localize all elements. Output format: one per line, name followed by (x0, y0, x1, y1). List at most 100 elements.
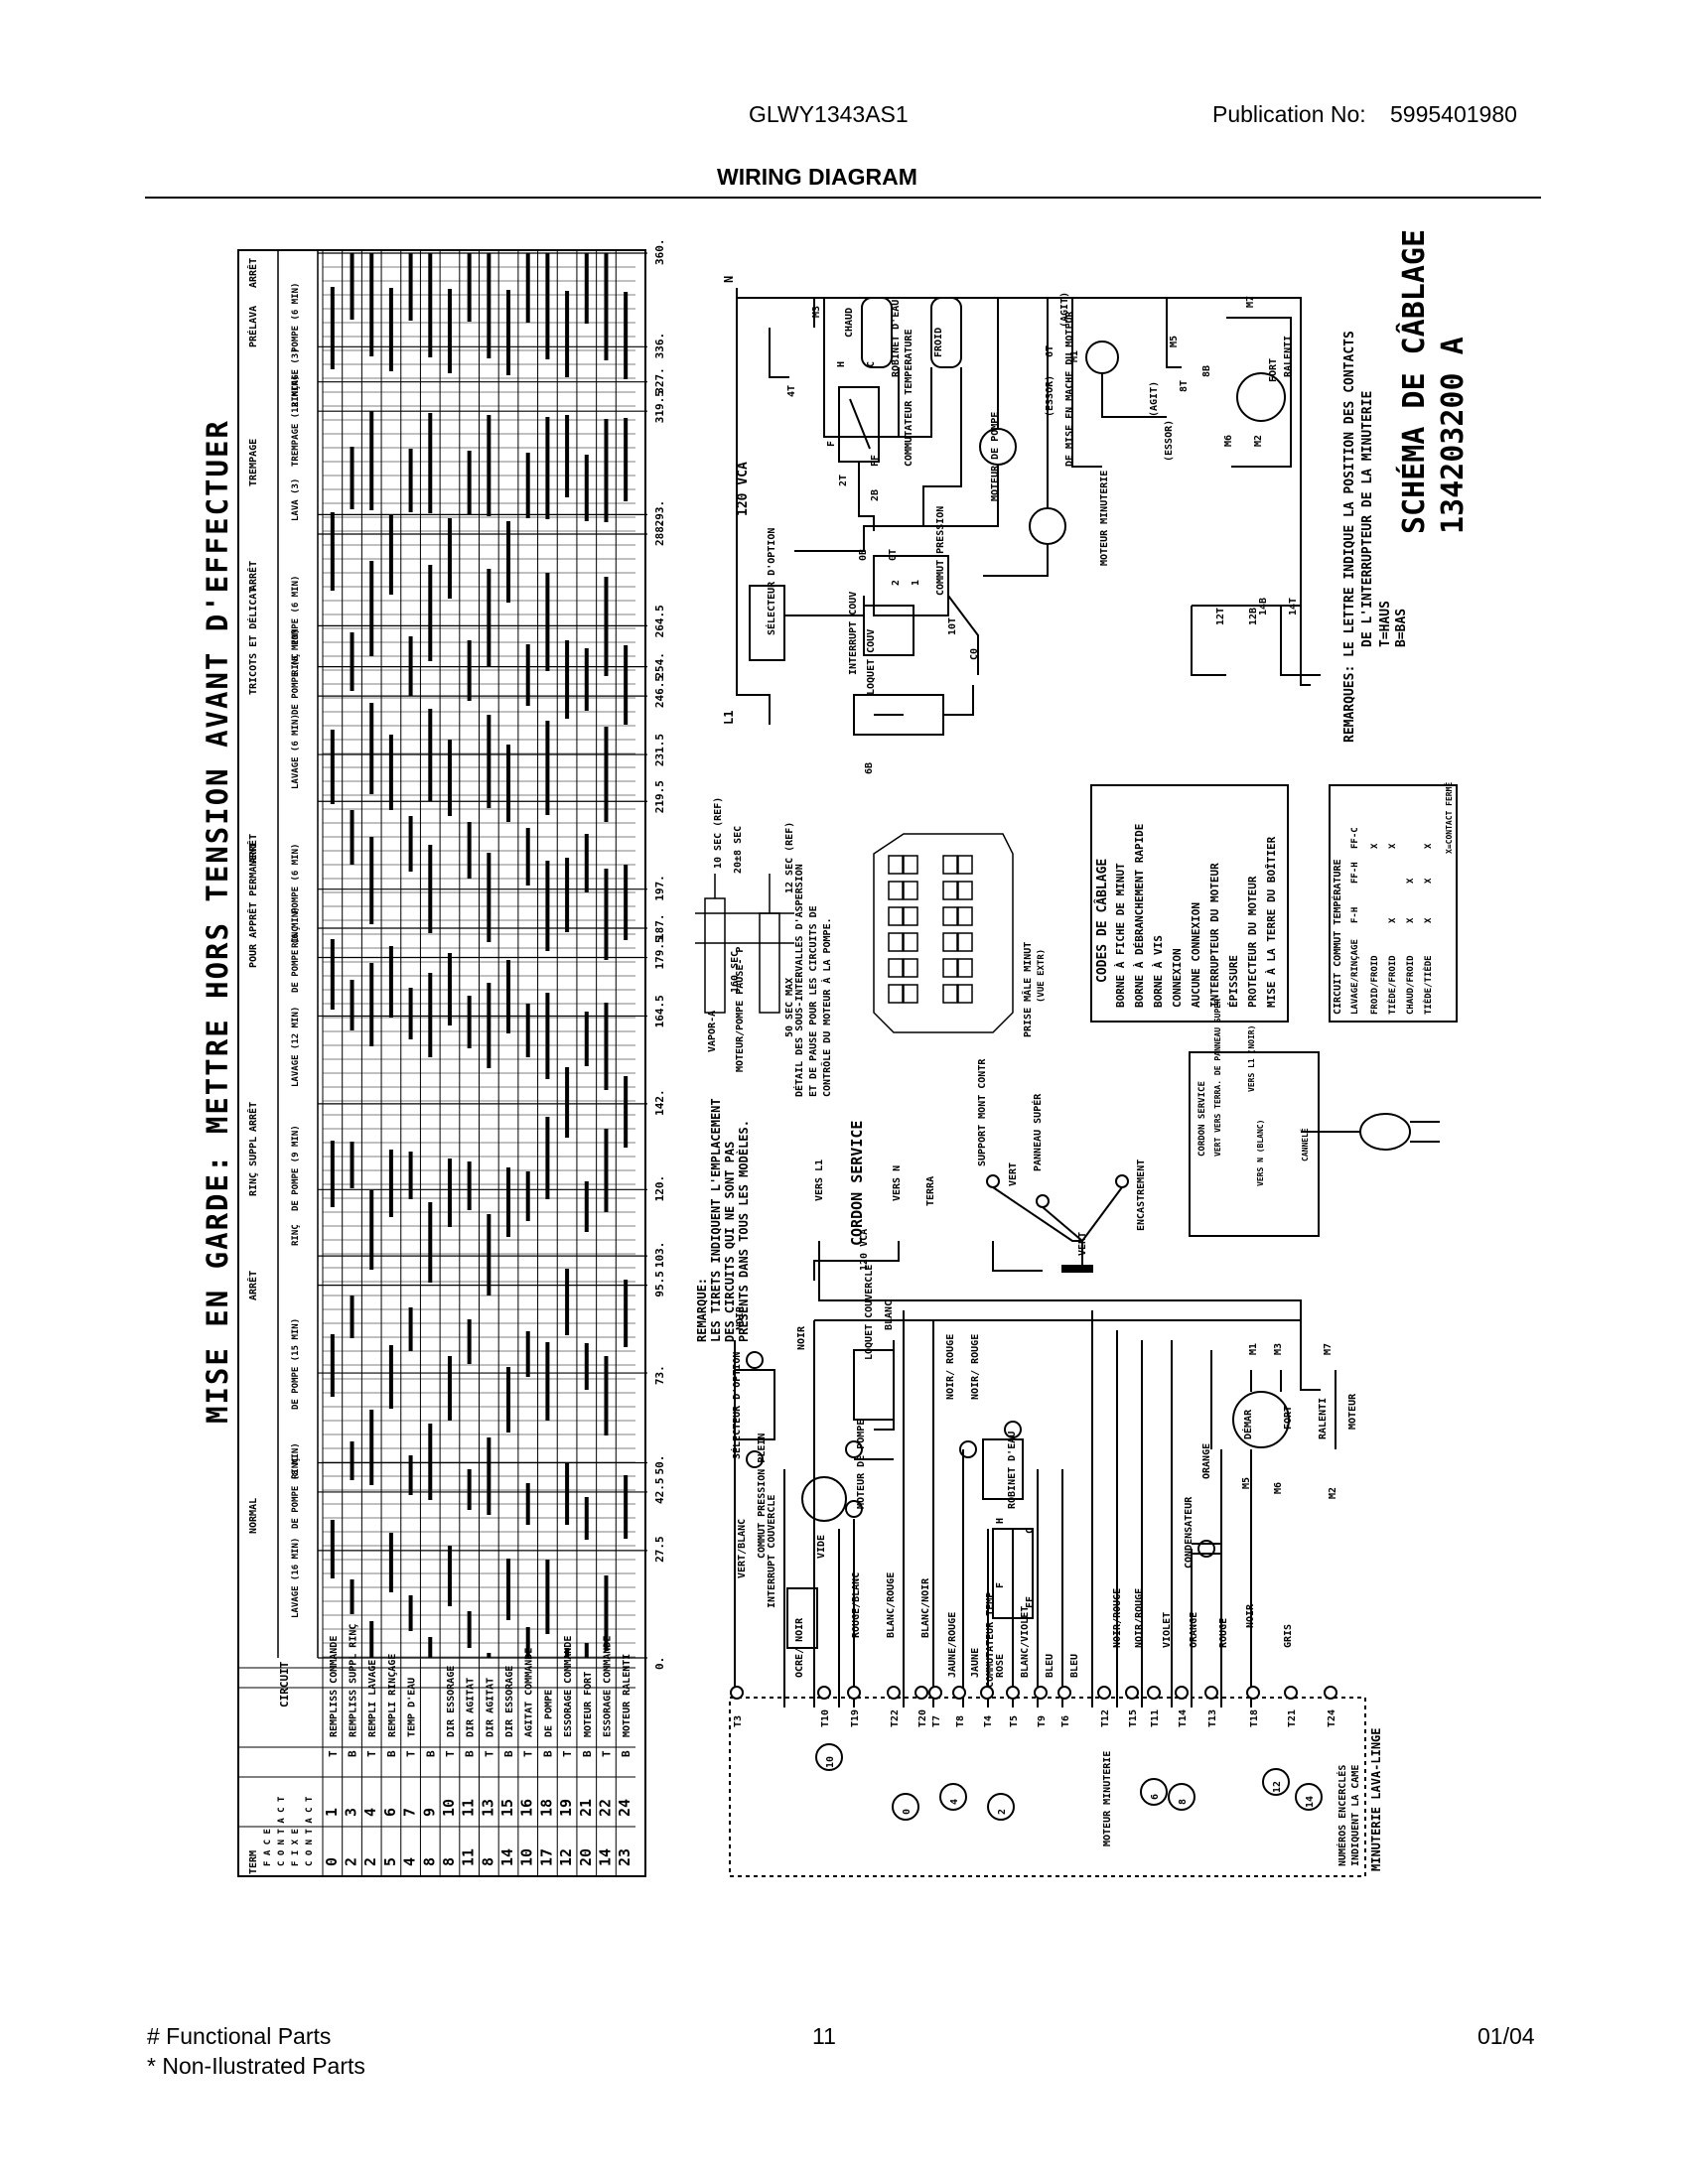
terminal-dot (887, 1686, 901, 1700)
contact-bar (467, 996, 472, 1048)
row-pos: B (541, 1750, 554, 1757)
contact-bar (584, 1181, 589, 1232)
row-circuit: DIR ESSORAGE (446, 1666, 457, 1737)
contact-bar (350, 1296, 354, 1338)
contact-bar (624, 1076, 629, 1148)
row-fixe: 4 (361, 1808, 379, 1817)
upper-label: FROID (933, 328, 944, 357)
contact-bar (428, 253, 433, 357)
cam-number: 12 (1272, 1781, 1283, 1793)
contact-bar (565, 1269, 570, 1335)
contact-bar (330, 730, 335, 804)
footer-page-number: 11 (812, 2023, 836, 2049)
contact-bar (545, 721, 550, 815)
phase-label: TREMPAGE (12 MIN) (291, 375, 301, 467)
contact-bar (388, 946, 393, 1018)
terminal-label: T11 (1150, 1709, 1161, 1727)
contact-bar (604, 419, 609, 522)
lower-label: ORANGE (1201, 1443, 1212, 1479)
contact-bar (330, 512, 335, 591)
lower-label: JAUNE (970, 1648, 981, 1678)
terminal-dot (928, 1686, 942, 1700)
row-fixe: 10 (440, 1799, 458, 1817)
row-face: 12 (557, 1848, 575, 1866)
contact-bar (447, 1159, 452, 1227)
row-pos: B (385, 1750, 398, 1757)
contact-bar (624, 1280, 629, 1347)
upper-label: 0B (858, 549, 869, 561)
lower-label: SÉLECTEUR D'OPTION (730, 1352, 743, 1459)
contact-bar (487, 983, 492, 1068)
lower-label: ORANGE (1189, 1612, 1199, 1648)
contact-bar (525, 1171, 530, 1221)
cycle-label: ARRÊT (246, 834, 259, 864)
lower-label: GRIS (1283, 1624, 1294, 1648)
cam-circle (892, 1793, 919, 1821)
row-circuit: AGITAT COMMANDE (524, 1648, 535, 1737)
cam-number: 0 (902, 1809, 913, 1815)
contact-bar (467, 822, 472, 879)
upper-label: 2 (891, 580, 902, 586)
lower-label: NOIR (735, 1305, 746, 1330)
contact-bar (369, 703, 374, 794)
contact-bar (565, 640, 570, 719)
terminal-label: T9 (1037, 1715, 1048, 1727)
contact-bar (525, 1483, 530, 1525)
contact-bar (604, 1129, 609, 1212)
temp-switch-table-box (1329, 784, 1458, 1023)
lower-label: ROBINET D'EAU (1007, 1432, 1018, 1509)
degree-label: 319.5 (653, 390, 666, 423)
plug-pin (903, 855, 918, 875)
lower-label: BLANC/VIOLET (1020, 1606, 1031, 1678)
lower-label: ROSE (995, 1654, 1006, 1678)
contact-bar (545, 861, 550, 951)
contact-bar (369, 1190, 374, 1270)
contact-bar (350, 1142, 354, 1188)
row-face: 17 (537, 1848, 555, 1866)
contact-bar (525, 828, 530, 886)
contact-bar (428, 709, 433, 801)
cycle-label: ARRÊT (246, 561, 259, 591)
row-circuit: DE POMPE (543, 1690, 554, 1737)
contact-bar (428, 973, 433, 1057)
lower-label: F (995, 1582, 1006, 1588)
upper-label: C0 (969, 648, 980, 660)
contact-bar (369, 963, 374, 1046)
cam-circle (1140, 1778, 1168, 1806)
terminal-label: T13 (1207, 1709, 1218, 1727)
contact-bar (408, 1152, 413, 1199)
terminal-dot (730, 1686, 744, 1700)
upper-label: RALENTI (1283, 336, 1294, 377)
lower-label: NOIR/ROUGE (1112, 1588, 1123, 1648)
lower-label: M3 (1273, 1343, 1284, 1355)
phase-label: DE POMPE (8 MIN) (291, 1442, 301, 1529)
row-pos: B (464, 1750, 477, 1757)
upper-label: COMMUTATEUR TEMPERATURE (904, 330, 914, 467)
timer-chart-text: 0.27.542.550.73.95.5103.120.142.164.5179… (246, 239, 666, 1875)
contact-bar (624, 1475, 629, 1539)
row-circuit: ESSORAGE COMMANDE (563, 1636, 574, 1737)
lower-label: NOIR/ROUGE (1134, 1588, 1145, 1648)
plug-pin (888, 855, 904, 875)
row-fixe: 18 (537, 1799, 555, 1817)
cam-number: 8 (1178, 1799, 1189, 1805)
row-circuit: REMPLISS COMMANDE (329, 1636, 340, 1737)
upper-label: 14B (1258, 598, 1269, 615)
contact-bar (330, 1141, 335, 1207)
lower-label: ROUGE (1218, 1618, 1229, 1648)
row-fixe: 7 (401, 1808, 419, 1817)
contact-bar (506, 290, 511, 375)
contact-bar (487, 1653, 492, 1658)
cycle-label: POUR APPRÊT PERMANENT (246, 843, 259, 968)
contact-bar (428, 1202, 433, 1283)
lower-label: JAUNE/ROUGE (947, 1612, 958, 1678)
upper-label: 2T (838, 475, 849, 486)
contact-bar (428, 565, 433, 661)
row-fixe: 19 (557, 1799, 575, 1817)
row-circuit: DIR ESSORAGE (504, 1666, 515, 1737)
header-rule (145, 197, 1541, 199)
contact-bar (408, 988, 413, 1039)
upper-label: 12T (1215, 608, 1226, 625)
